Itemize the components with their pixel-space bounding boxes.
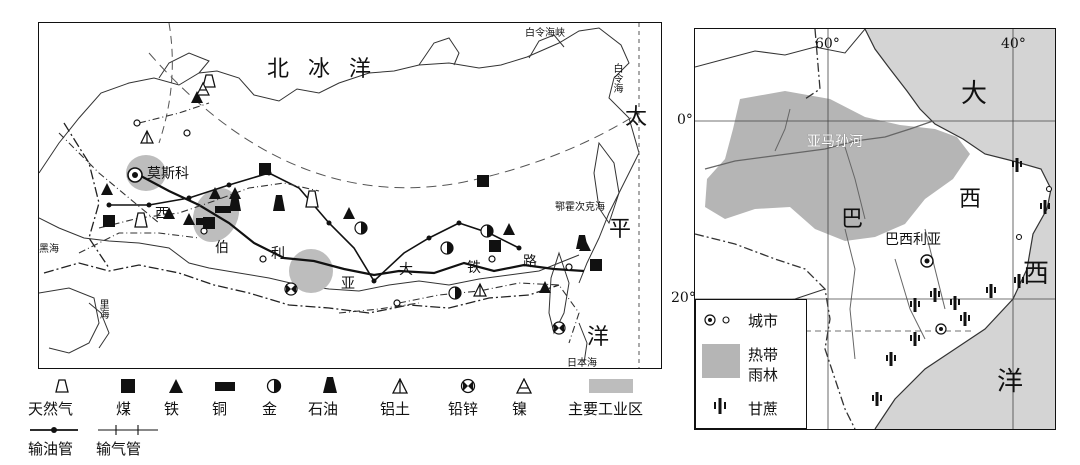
lon-40-label: 40°: [1001, 36, 1026, 52]
rainforest-legend-label-1: 热带: [748, 346, 779, 364]
leadzinc-symbols: [284, 282, 566, 335]
oil-legend-icon: [323, 377, 337, 393]
russia-map-drawing: [39, 23, 640, 368]
okhotsk-sea-label: 鄂霍次克海: [555, 202, 605, 213]
industrial-legend-icon: [589, 379, 633, 393]
russia-map: 北 冰 洋 太 平 洋 莫斯科 西 伯 利 亚 大 铁 路 白令海峡 白令海 鄂…: [38, 22, 662, 369]
arctic-ocean-label: 北 冰 洋: [267, 57, 377, 82]
gold-symbols: [354, 221, 494, 300]
brazil-map-drawing: [695, 29, 1055, 429]
bauxite-symbols: [140, 129, 487, 297]
pacific-label-2: 平: [609, 217, 632, 242]
rail-char-ya: 亚: [341, 276, 355, 292]
rail-char-xi: 西: [155, 206, 169, 222]
rail-char-li: 利: [271, 246, 285, 262]
iron-legend-icon: [169, 379, 183, 393]
black-sea-label: 黑海: [39, 244, 59, 255]
copper-symbols: [196, 206, 231, 225]
rail-char-da: 大: [399, 262, 413, 278]
atlantic-char-2: 西: [1023, 259, 1050, 289]
lon-60-label: 60°: [815, 36, 840, 52]
nickel-symbols: [196, 81, 210, 96]
lat-0-label: 0°: [677, 112, 693, 128]
brazil-map: 60° 40° 0° 20° 亚马孙河 巴 西 巴西利亚 大 西 洋 城市 热带…: [671, 28, 1056, 430]
leadzinc-legend-icon: [460, 378, 476, 394]
amazon-river-label: 亚马孙河: [807, 134, 863, 150]
pacific-label-1: 太: [625, 105, 648, 130]
pipeline-legend: 输油管 输气管: [28, 420, 328, 460]
gas-symbols: [134, 74, 319, 228]
bauxite-legend-icon: [392, 378, 408, 394]
nickel-legend-icon: [516, 378, 532, 394]
moscow-marker: [127, 167, 143, 183]
brasilia-marker: [920, 254, 934, 268]
bering-sea-label: 白令海: [611, 63, 622, 93]
rail-char-tie: 铁: [467, 260, 481, 276]
brazil-legend: 城市 热带 雨林 甘蔗: [695, 299, 807, 429]
lat-20-label: 20°: [671, 290, 696, 306]
brazil-char-xi: 西: [959, 187, 982, 212]
city-marker-sao-paulo: [935, 323, 947, 335]
japan-sea-label: 日本海: [567, 358, 597, 369]
brazil-char-ba: 巴: [841, 207, 864, 232]
brasilia-label: 巴西利亚: [885, 232, 941, 248]
rainforest-legend-icon: [702, 344, 740, 378]
coal-legend-icon: [121, 379, 135, 393]
caspian-sea-label: 里海: [97, 299, 108, 319]
oil-symbols: [229, 195, 588, 249]
copper-legend-icon: [215, 382, 235, 391]
rail-char-lu: 路: [523, 254, 537, 270]
pacific-label-3: 洋: [587, 325, 610, 350]
moscow-label: 莫斯科: [147, 166, 189, 182]
pipeline-legend-lines: [30, 425, 158, 435]
sugarcane-symbols: [872, 158, 1050, 406]
sugarcane-legend-icon: [714, 398, 726, 414]
gas-pipe-legend-label: 输气管: [96, 440, 142, 458]
atlantic-char-1: 大: [961, 79, 988, 109]
city-legend-icon: [704, 314, 730, 326]
sugarcane-legend-label: 甘蔗: [748, 400, 779, 418]
rail-char-bo: 伯: [215, 240, 229, 256]
city-legend-label: 城市: [748, 312, 779, 330]
atlantic-char-3: 洋: [997, 367, 1024, 397]
bering-strait-label: 白令海峡: [525, 28, 565, 39]
iron-symbols: [101, 91, 591, 293]
oil-pipe-legend-label: 输油管: [28, 440, 74, 458]
gas-legend-icon: [55, 379, 69, 393]
gold-legend-icon: [266, 378, 282, 394]
resource-legend: 天然气 煤 铁 铜 金 石油 铝土 铅锌 镍 主要工业区: [28, 370, 668, 418]
rainforest-legend-label-2: 雨林: [748, 366, 779, 384]
